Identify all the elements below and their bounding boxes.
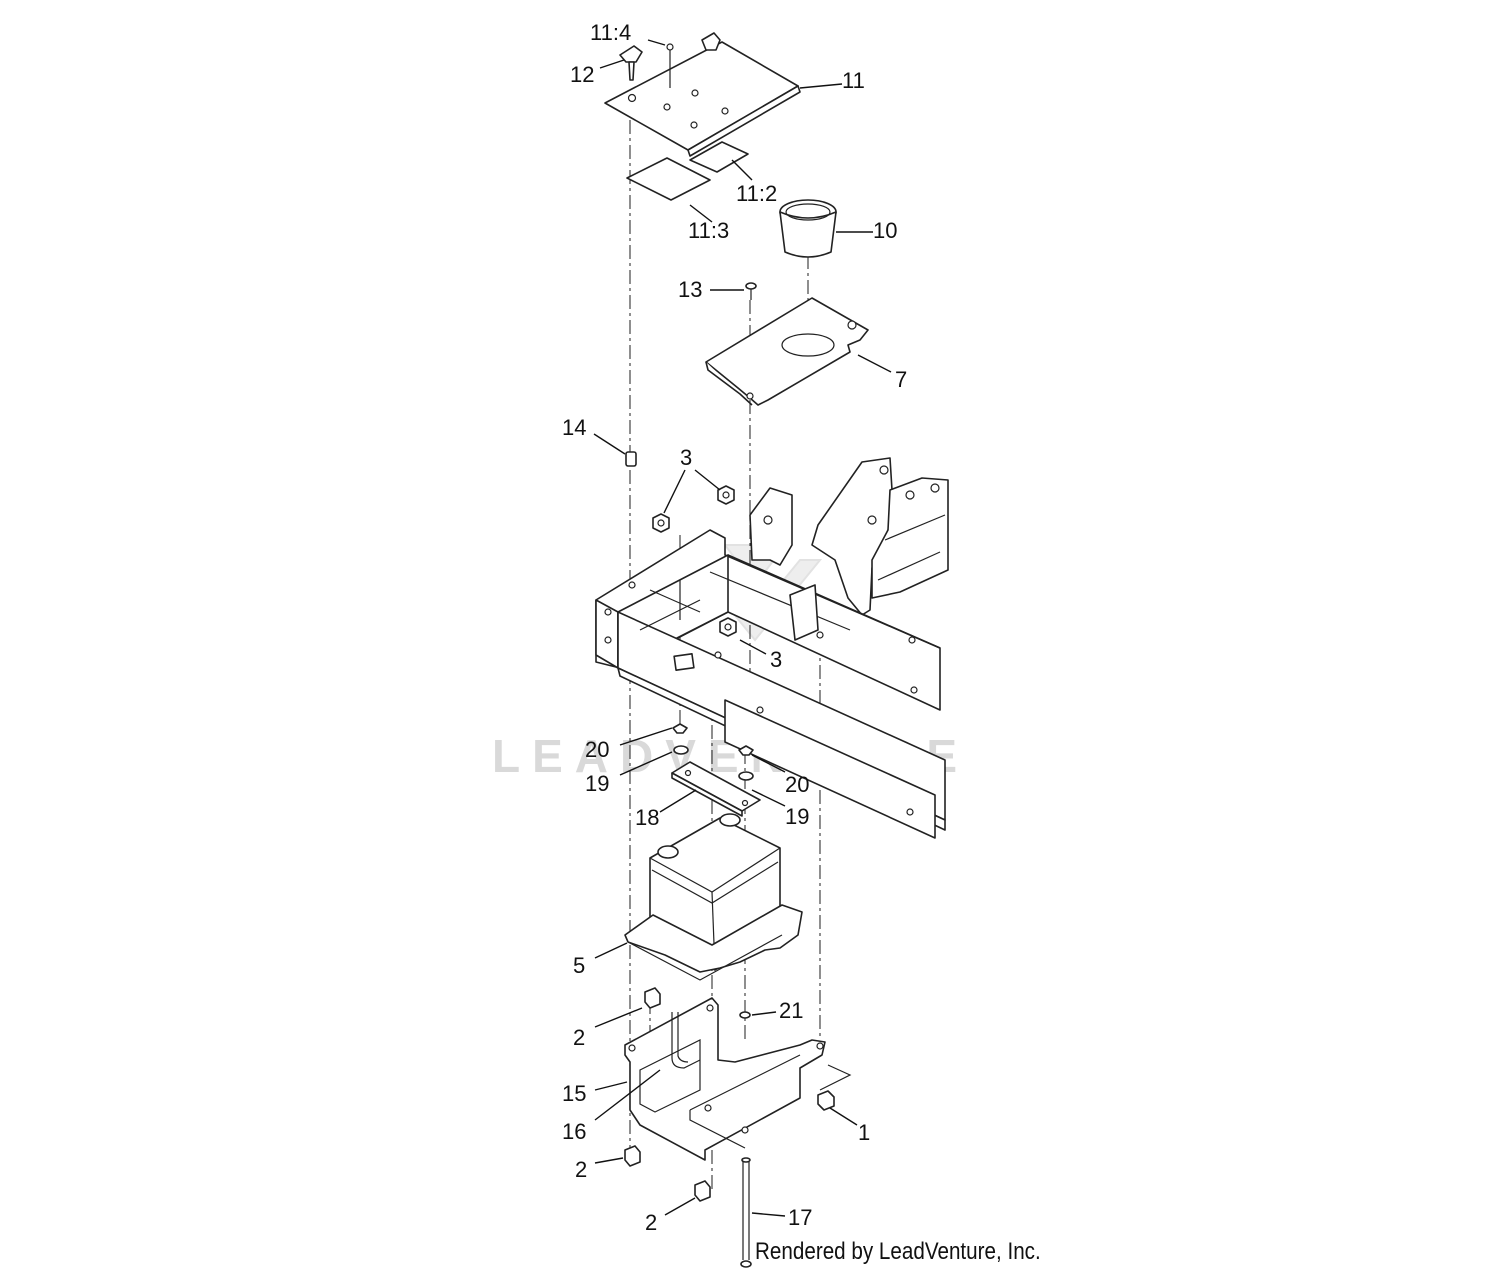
part-18-clamp-bar xyxy=(671,761,761,817)
callout-10: 10 xyxy=(873,218,897,243)
callout-11: 11 xyxy=(842,68,865,93)
part-19-washers xyxy=(673,745,754,781)
callout-16: 16 xyxy=(562,1119,586,1144)
part-16-rod xyxy=(671,1012,701,1069)
callout-3-lower: 3 xyxy=(770,647,782,672)
callout-17: 17 xyxy=(788,1205,812,1230)
part-21-nut xyxy=(739,1011,751,1019)
callout-7: 7 xyxy=(895,367,907,392)
callout-18: 18 xyxy=(635,805,659,830)
callout-19-right: 19 xyxy=(785,804,809,829)
callout-11-3: 11:3 xyxy=(688,218,729,243)
callout-20-right: 20 xyxy=(785,772,809,797)
callout-12: 12 xyxy=(570,62,594,87)
part-20-wing-nuts xyxy=(672,723,754,756)
callout-1: 1 xyxy=(858,1120,870,1145)
part-11-2-label-plate xyxy=(689,141,749,173)
render-credit: Rendered by LeadVenture, Inc. xyxy=(755,1238,1041,1265)
part-11-3-label-plate xyxy=(626,157,711,201)
callout-2-upper: 2 xyxy=(573,1025,585,1050)
part-11-plate xyxy=(604,32,801,157)
part-2-bolts xyxy=(624,987,711,1202)
callout-19-left: 19 xyxy=(585,771,609,796)
callout-13: 13 xyxy=(678,277,702,302)
part-13-screw xyxy=(745,282,757,300)
callout-14: 14 xyxy=(562,415,586,440)
part-14-spacer xyxy=(625,451,637,467)
callout-20-left: 20 xyxy=(585,737,609,762)
callout-3-upper: 3 xyxy=(680,445,692,470)
frame-chassis xyxy=(595,457,949,839)
part-7-bracket xyxy=(705,297,869,406)
part-10-cup-holder xyxy=(779,199,837,258)
part-5-battery-tray xyxy=(624,904,803,981)
part-3-nuts xyxy=(652,485,737,637)
callout-11-2: 11:2 xyxy=(736,181,777,206)
part-17-long-bolt xyxy=(740,1157,752,1268)
callout-labels: 11:4 12 11 11:2 11:3 10 13 7 14 3 3 20 1… xyxy=(562,20,907,1235)
leader-lines xyxy=(593,39,892,1217)
callout-5: 5 xyxy=(573,953,585,978)
callout-15: 15 xyxy=(562,1081,586,1106)
part-15-mounting-bracket xyxy=(624,997,826,1161)
callout-11-4: 11:4 xyxy=(590,20,631,45)
callout-21: 21 xyxy=(779,998,803,1023)
callout-2-middle: 2 xyxy=(575,1157,587,1182)
callout-2-lower: 2 xyxy=(645,1210,657,1235)
part-1-bolt xyxy=(817,1064,852,1111)
